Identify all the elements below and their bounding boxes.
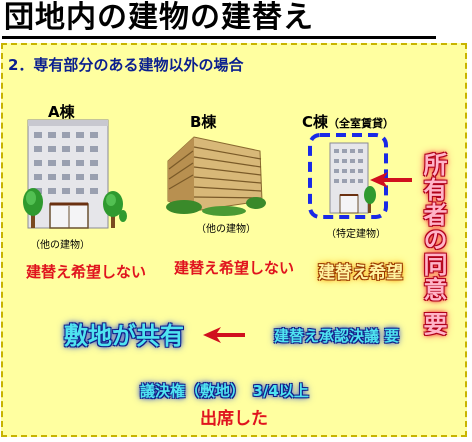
arrow-to-shared-land [203,327,245,343]
arrow-to-building-c [370,172,412,188]
page-title: 団地内の建物の建替え [4,0,314,35]
shared-land-label: 敷地が共有 [64,322,184,350]
building-a-note: （他の建物） [30,240,90,251]
section-subtitle: 2．専有部分のある建物以外の場合 [8,56,244,74]
building-c-illustration [308,133,388,219]
building-c-note: （特定建物） [326,229,386,240]
building-c-label-name: C棟 [302,113,329,131]
diagram-panel [1,43,467,437]
building-b-label: B棟 [190,113,217,131]
building-c-status: 建替え希望 [318,263,403,283]
building-c-label: C棟（全室賃貸） [302,111,394,132]
owner-consent-required: 所有者の同意 要 [419,152,447,337]
building-b-note: （他の建物） [196,224,256,235]
attended-label: 出席した [200,409,268,429]
building-a-label: A棟 [48,103,75,121]
building-a-status: 建替え希望しない [26,263,147,281]
building-a-illustration [23,119,127,229]
title-underline [2,36,436,39]
voting-right-threshold: 議決権（敷地） 3/4以上 [140,382,309,400]
building-b-status: 建替え希望しない [174,259,295,277]
building-b-illustration [166,136,266,216]
approval-resolution-required: 建替え承認決議 要 [274,327,400,345]
building-c-label-suffix: （全室賃貸） [328,117,395,130]
